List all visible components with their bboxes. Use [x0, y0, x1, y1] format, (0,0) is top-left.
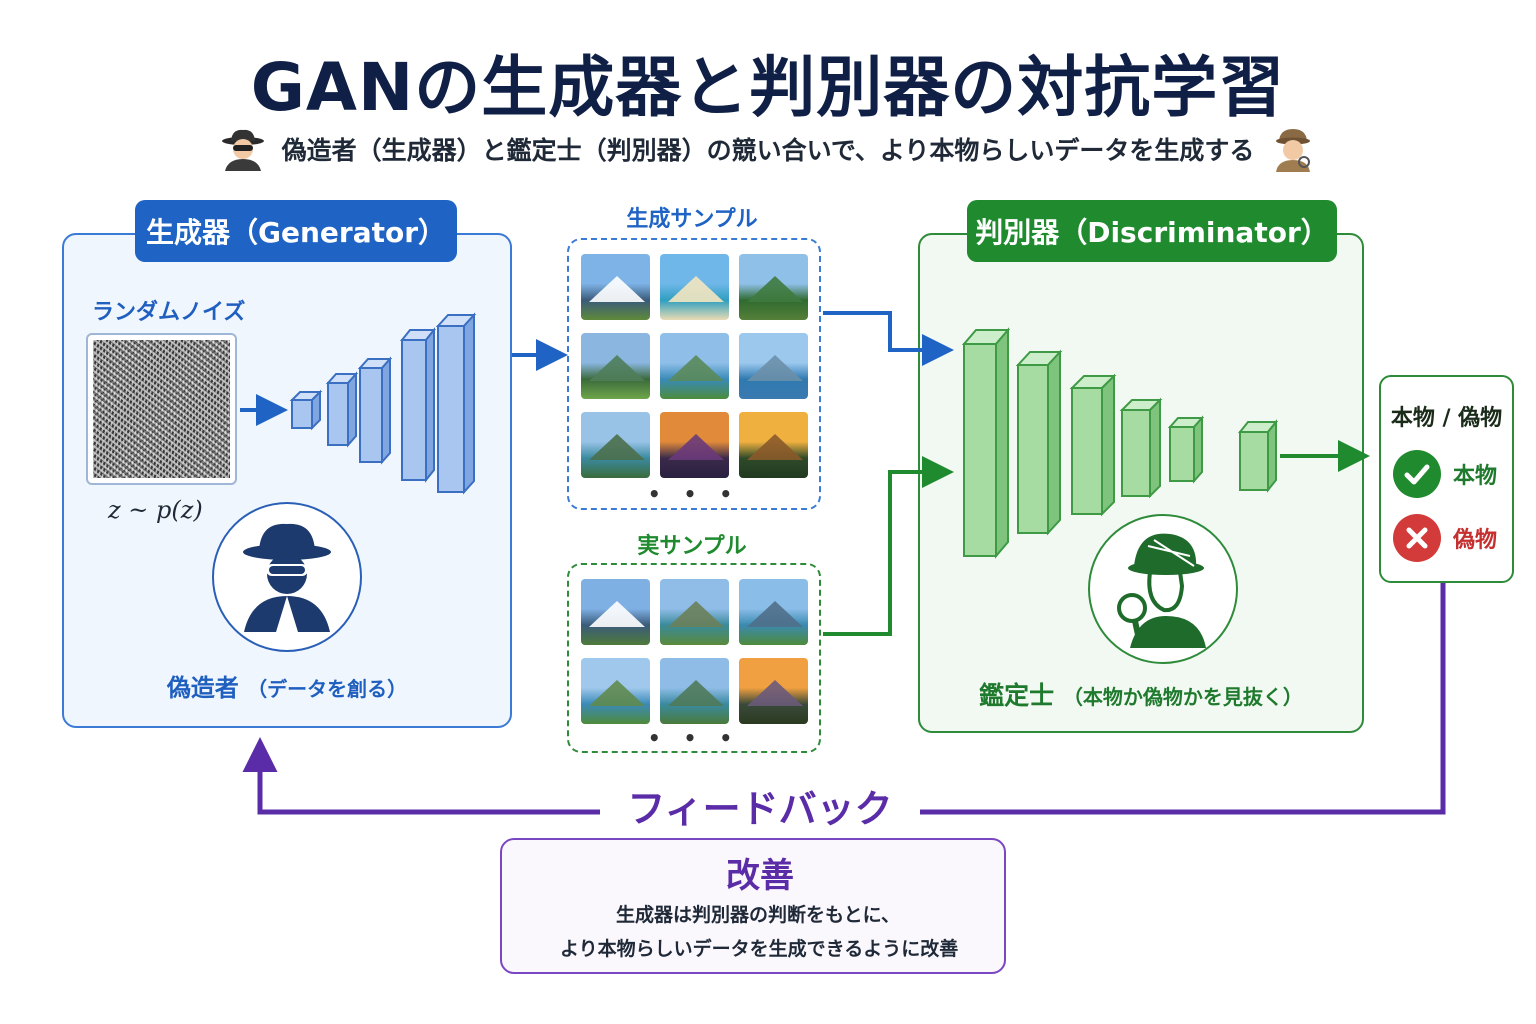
real-sample-image [660, 658, 729, 724]
feedback-label: フィードバック [600, 778, 920, 833]
real-ellipsis: • • • [647, 726, 741, 750]
result-fake-label: 偽物 [1453, 528, 1498, 553]
thumb-mountain [589, 355, 645, 381]
generated-sample-image [739, 412, 808, 478]
generated-sample-image [660, 254, 729, 320]
forger-avatar [212, 502, 362, 652]
forger-label: 偽造者 [166, 674, 239, 702]
improve-box [500, 838, 1006, 974]
cross-icon [1393, 514, 1441, 562]
real-sample-image [739, 658, 808, 724]
generated-sample-image [581, 412, 650, 478]
page-title: GANの生成器と判別器の対抗学習 [250, 49, 1286, 126]
forger-sublabel: （データを創る） [247, 677, 408, 701]
thumb-mountain [668, 276, 724, 302]
thumb-mountain [589, 601, 645, 627]
generated-sample-image [581, 333, 650, 399]
generated-ellipsis: • • • [647, 482, 741, 506]
generated-sample-image [739, 254, 808, 320]
spy-icon [221, 129, 264, 171]
thumb-mountain [747, 601, 803, 627]
generated-sample-image [660, 412, 729, 478]
appraiser-sublabel: （本物か偽物かを見抜く） [1062, 685, 1303, 709]
appraiser-icon [1117, 533, 1206, 648]
thumb-mountain [668, 355, 724, 381]
real-sample-image [660, 579, 729, 645]
noise-image [86, 333, 237, 485]
thumb-mountain [747, 355, 803, 381]
result-fake-row: 偽物 [1393, 514, 1497, 562]
generator-header: 生成器（Generator） [135, 200, 457, 262]
real-sample-image [581, 579, 650, 645]
real-sample-image [581, 658, 650, 724]
subtitle-row: 偽造者（生成器）と鑑定士（判別器）の競い合いで、より本物らしいデータを生成する [0, 126, 1536, 172]
discriminator-network [961, 327, 1279, 559]
detective-icon [1276, 129, 1311, 172]
thumb-mountain [668, 434, 724, 460]
generator-caption: 偽造者 （データを創る） [62, 668, 512, 703]
discriminator-header: 判別器（Discriminator） [967, 200, 1337, 262]
check-icon [1393, 450, 1441, 498]
improve-line-2: より本物らしいデータを生成できるように改善 [560, 938, 959, 960]
thumb-mountain [747, 680, 803, 706]
real-samples-label: 実サンプル [637, 534, 747, 559]
result-title: 本物 / 偽物 [1390, 406, 1503, 431]
generated-sample-image [581, 254, 650, 320]
appraiser-label: 鑑定士 [979, 681, 1055, 710]
thumb-mountain [747, 434, 803, 460]
real-to-discriminator-arrow [823, 456, 954, 636]
result-real-label: 本物 [1453, 464, 1498, 489]
subtitle: 偽造者（生成器）と鑑定士（判別器）の競い合いで、より本物らしいデータを生成する [281, 136, 1255, 165]
generated-to-discriminator-arrow [823, 311, 954, 366]
discriminator-caption: 鑑定士 （本物か偽物かを見抜く） [918, 676, 1364, 712]
thumb-mountain [589, 680, 645, 706]
noise-label: ランダムノイズ [92, 300, 246, 325]
thumb-mountain [668, 680, 724, 706]
result-real-row: 本物 [1393, 450, 1497, 498]
appraiser-avatar [1088, 514, 1238, 664]
real-sample-image [739, 579, 808, 645]
generator-network [289, 312, 477, 495]
generated-sample-image [739, 333, 808, 399]
improve-title: 改善 [726, 856, 794, 896]
thumb-mountain [668, 601, 724, 627]
forger-icon [243, 523, 331, 632]
noise-formula: z ~ p(z) [108, 496, 203, 524]
improve-line-1: 生成器は判別器の判断をもとに、 [616, 904, 901, 926]
thumb-mountain [589, 434, 645, 460]
thumb-mountain [589, 276, 645, 302]
thumb-mountain [747, 276, 803, 302]
generated-samples-label: 生成サンプル [626, 207, 758, 232]
generated-sample-image [660, 333, 729, 399]
